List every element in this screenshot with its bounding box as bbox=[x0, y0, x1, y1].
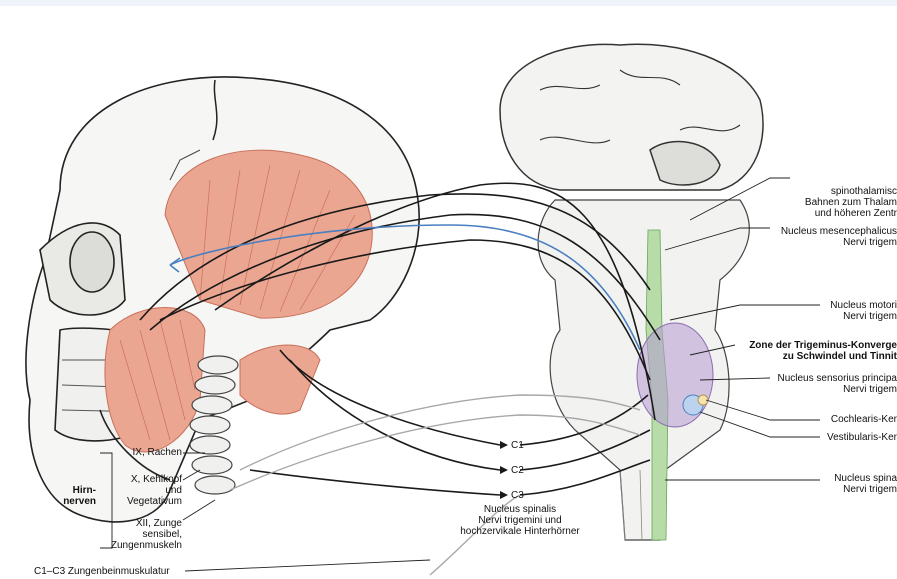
label-spinalis-right: Nucleus spina Nervi trigem bbox=[834, 473, 897, 495]
label-spinothalamic-line3: und höheren Zentr bbox=[805, 208, 897, 219]
label-xii: XII, Zunge sensibel, Zungenmuskeln bbox=[100, 518, 182, 551]
label-sensorius: Nucleus sensorius principa Nervi trigem bbox=[777, 373, 897, 395]
label-spinothalamic-line2: Bahnen zum Thalam bbox=[805, 197, 897, 208]
label-motorius: Nucleus motori Nervi trigem bbox=[830, 300, 897, 322]
label-spinothalamic-line1: spinothalamisc bbox=[805, 186, 897, 197]
label-c3: C3 bbox=[511, 490, 524, 501]
label-sensorius-line1: Nucleus sensorius principa bbox=[777, 373, 897, 384]
label-spinalis-bottom-line1: Nucleus spinalis bbox=[440, 504, 600, 515]
label-hirnnerven: Hirn- nerven bbox=[50, 485, 96, 507]
label-x-line1: X, Kehlkopf bbox=[110, 474, 182, 485]
label-spinalis-bottom: Nucleus spinalis Nervi trigemini und hoc… bbox=[440, 504, 600, 537]
label-x-line3: Vegetativum bbox=[110, 496, 182, 507]
label-mesencephalicus: Nucleus mesencephalicus Nervi trigem bbox=[781, 226, 897, 248]
label-motorius-line1: Nucleus motori bbox=[830, 300, 897, 311]
label-spinalis-right-line1: Nucleus spina bbox=[834, 473, 897, 484]
label-ix: IX, Rachen bbox=[110, 447, 182, 458]
label-sensorius-line2: Nervi trigem bbox=[777, 384, 897, 395]
label-c1: C1 bbox=[511, 440, 524, 451]
label-x: X, Kehlkopf und Vegetativum bbox=[110, 474, 182, 507]
label-spinalis-right-line2: Nervi trigem bbox=[834, 484, 897, 495]
brain bbox=[500, 44, 763, 190]
label-zone-line1: Zone der Trigeminus-Konverge bbox=[749, 340, 897, 351]
label-mesencephalicus-line1: Nucleus mesencephalicus bbox=[781, 226, 897, 237]
label-cochlearis: Cochlearis-Ker bbox=[831, 414, 897, 425]
label-vestibularis: Vestibularis-Ker bbox=[827, 432, 897, 443]
label-x-line2: und bbox=[110, 485, 182, 496]
label-xii-line2: sensibel, bbox=[100, 529, 182, 540]
label-spinalis-bottom-line3: hochzervikale Hinterhörner bbox=[440, 526, 600, 537]
label-zone-line2: zu Schwindel und Tinnit bbox=[749, 351, 897, 362]
label-motorius-line2: Nervi trigem bbox=[830, 311, 897, 322]
label-hirnnerven-line1: Hirn- bbox=[50, 485, 96, 496]
label-c1c3: C1–C3 Zungenbeinmuskulatur bbox=[34, 566, 170, 577]
label-spinalis-bottom-line2: Nervi trigemini und bbox=[440, 515, 600, 526]
label-spinothalamic: spinothalamisc Bahnen zum Thalam und höh… bbox=[805, 186, 897, 219]
label-convergence-zone: Zone der Trigeminus-Konverge zu Schwinde… bbox=[749, 340, 897, 362]
c-arrows bbox=[500, 441, 508, 499]
label-c2: C2 bbox=[511, 465, 524, 476]
label-hirnnerven-line2: nerven bbox=[50, 496, 96, 507]
label-xii-line3: Zungenmuskeln bbox=[100, 540, 182, 551]
label-xii-line1: XII, Zunge bbox=[100, 518, 182, 529]
label-mesencephalicus-line2: Nervi trigem bbox=[781, 237, 897, 248]
